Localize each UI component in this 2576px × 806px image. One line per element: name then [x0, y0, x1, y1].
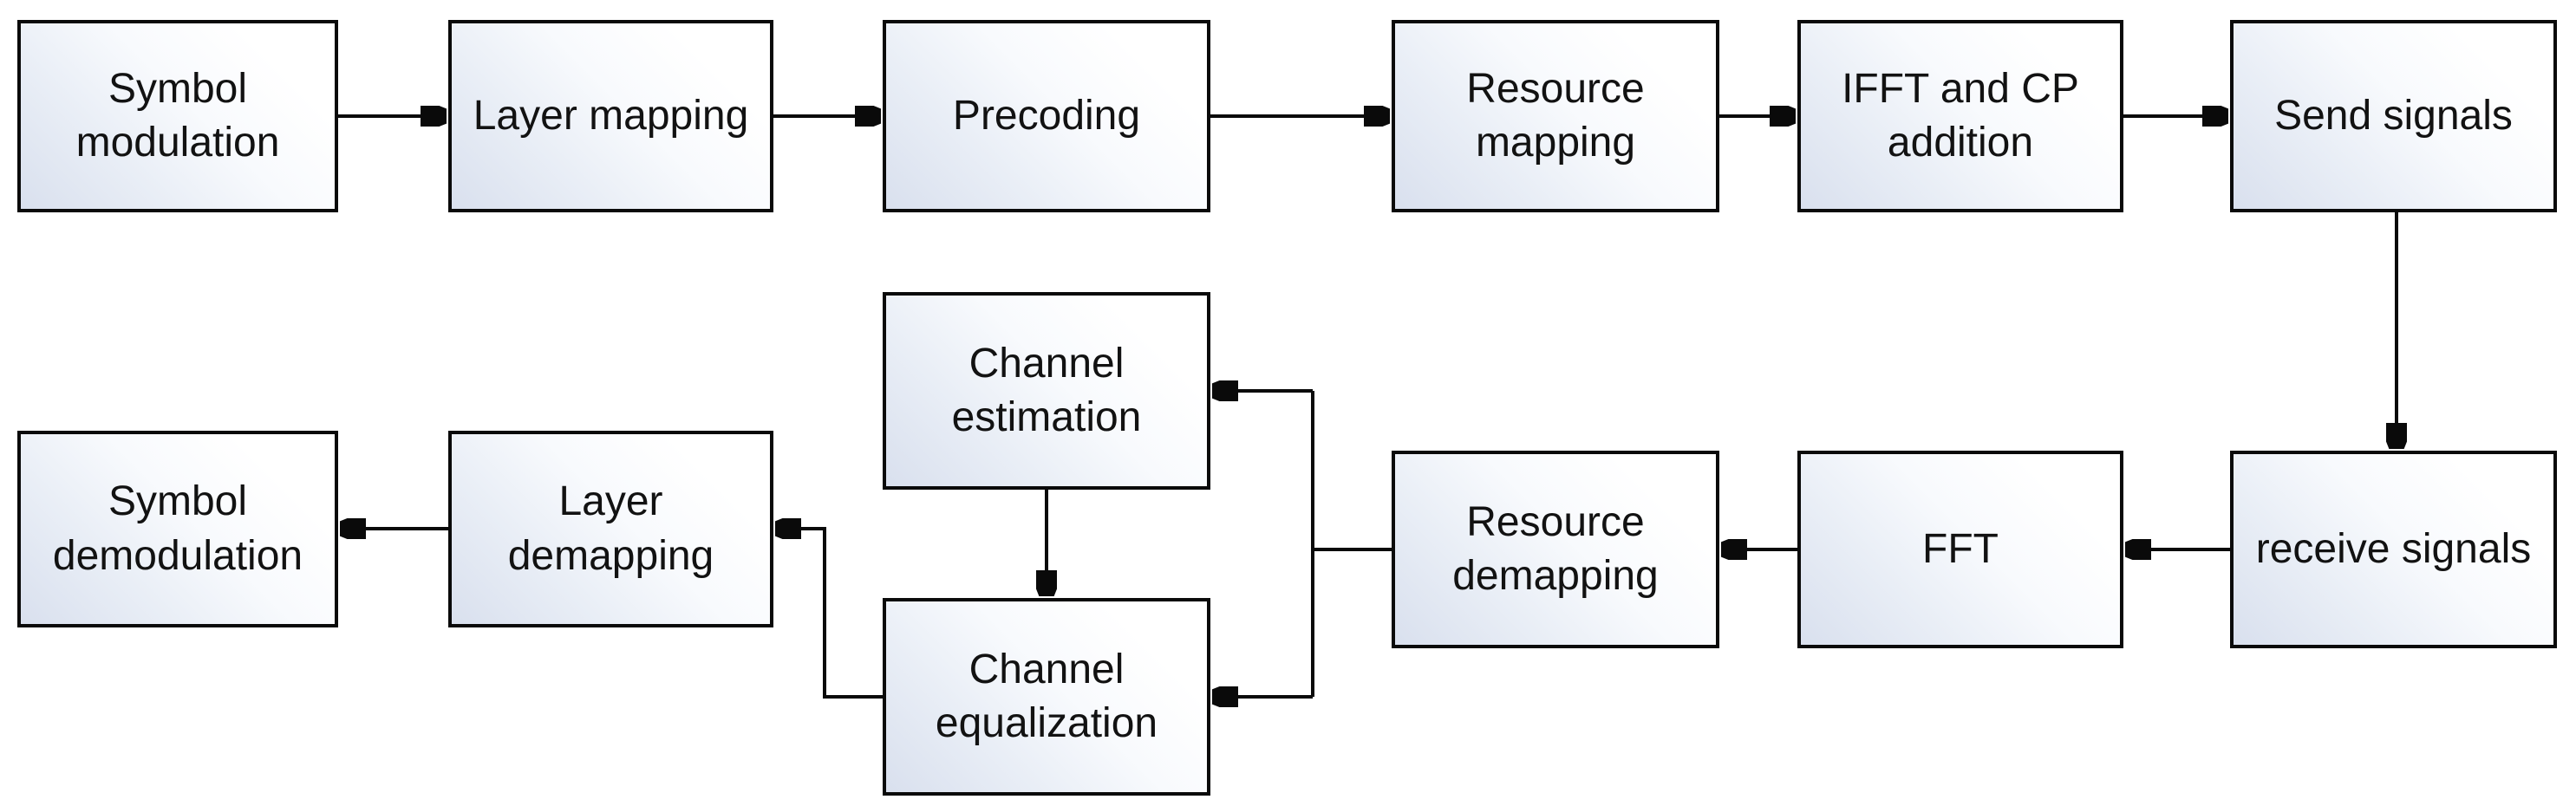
node-symbol-modulation-label: Symbol modulation — [75, 65, 280, 166]
node-channel-estimation: Channel estimation — [883, 292, 1210, 490]
node-channel-equalization: Channel equalization — [883, 598, 1210, 796]
node-layer-mapping: Layer mapping — [448, 20, 773, 212]
node-ifft-cp-addition: IFFT and CP addition — [1797, 20, 2123, 212]
node-layer-demapping: Layer demapping — [448, 431, 773, 627]
node-ifft-cp-addition-label: IFFT and CP addition — [1842, 65, 2079, 166]
node-resource-demapping: Resource demapping — [1392, 451, 1719, 648]
node-channel-estimation-label: Channel estimation — [951, 340, 1142, 440]
node-send-signals: Send signals — [2230, 20, 2557, 212]
edge-channel-equalization-to-layer-demapping — [777, 529, 883, 699]
node-symbol-modulation: Symbol modulation — [17, 20, 338, 212]
node-send-signals-label: Send signals — [2274, 92, 2513, 139]
node-channel-equalization-label: Channel equalization — [935, 646, 1158, 746]
node-fft-label: FFT — [1922, 525, 1999, 572]
node-resource-mapping: Resource mapping — [1392, 20, 1719, 212]
node-fft: FFT — [1797, 451, 2123, 648]
node-precoding-label: Precoding — [952, 92, 1141, 139]
node-layer-demapping-label: Layer demapping — [507, 478, 714, 579]
node-receive-signals-label: receive signals — [2255, 525, 2532, 572]
node-precoding: Precoding — [883, 20, 1210, 212]
node-receive-signals: receive signals — [2230, 451, 2557, 648]
node-resource-mapping-label: Resource mapping — [1466, 65, 1645, 166]
node-resource-demapping-label: Resource demapping — [1452, 498, 1659, 599]
node-symbol-demodulation-label: Symbol demodulation — [52, 478, 303, 579]
node-layer-mapping-label: Layer mapping — [473, 92, 749, 139]
node-symbol-demodulation: Symbol demodulation — [17, 431, 338, 627]
